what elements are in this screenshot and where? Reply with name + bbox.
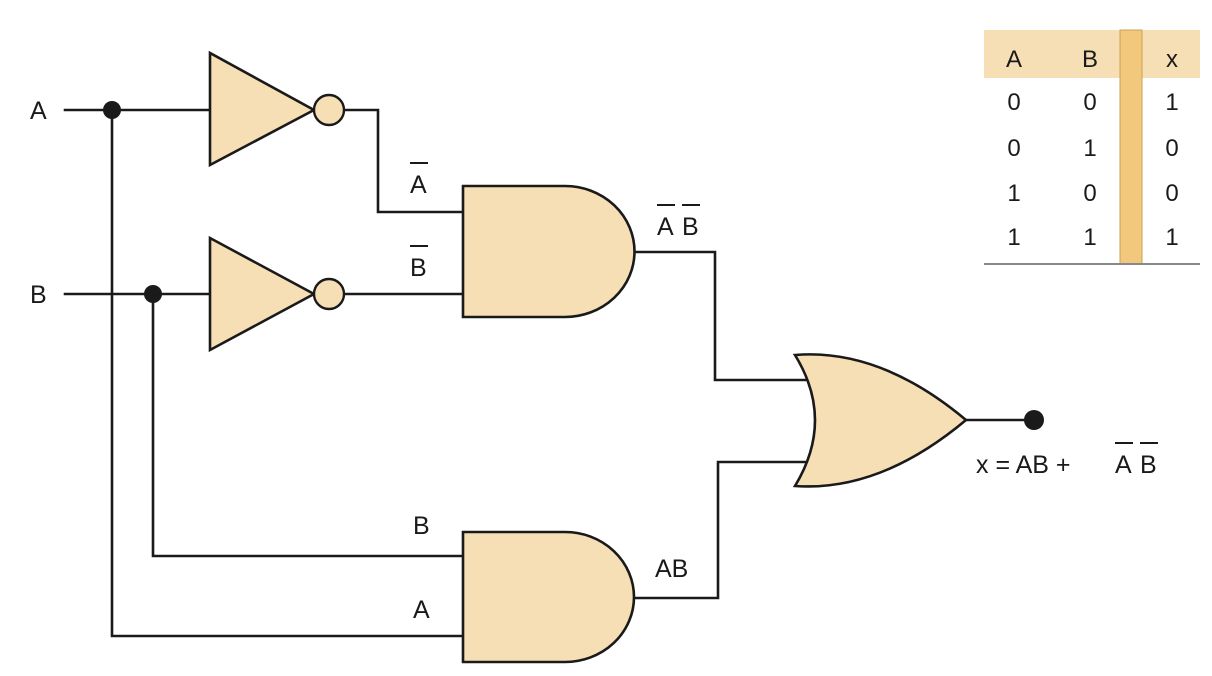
truth-table-cell: 0 bbox=[1007, 89, 1020, 116]
inverter-bubble-a bbox=[312, 93, 346, 127]
truth-table-cell: 0 bbox=[1165, 135, 1178, 162]
inverter-bubble-b bbox=[312, 277, 346, 311]
output-expression-b: B bbox=[1140, 451, 1157, 479]
wire-and2-out bbox=[631, 460, 811, 600]
input-label-a: A bbox=[30, 97, 47, 125]
label-and2-in-b: B bbox=[413, 512, 430, 540]
wire-a-branch bbox=[110, 108, 465, 638]
label-not-b: B bbox=[410, 254, 427, 282]
junction-b bbox=[144, 285, 162, 303]
truth-table-header-bg bbox=[984, 30, 1200, 78]
truth-table-cell: 0 bbox=[1083, 89, 1096, 116]
truth-table-cell: 1 bbox=[1083, 224, 1096, 251]
output-terminal bbox=[1024, 410, 1044, 430]
truth-table-header-a: A bbox=[1006, 46, 1022, 73]
wire-b-branch bbox=[151, 292, 465, 558]
input-label-b: B bbox=[30, 281, 47, 309]
truth-table-cell: 1 bbox=[1165, 224, 1178, 251]
wire-not-a bbox=[342, 108, 465, 214]
or-gate bbox=[792, 353, 969, 488]
output-expression-a: A bbox=[1115, 451, 1132, 479]
label-and2-out: AB bbox=[655, 555, 688, 583]
not-gate-a bbox=[208, 50, 346, 168]
wires bbox=[63, 108, 1036, 638]
truth-table-cell: 0 bbox=[1083, 180, 1096, 207]
label-and1-out-a: A bbox=[657, 213, 674, 241]
not-gate-b bbox=[208, 235, 346, 353]
truth-table-cell: 1 bbox=[1165, 89, 1178, 116]
truth-table-cell: 0 bbox=[1165, 180, 1178, 207]
truth-table-cell: 1 bbox=[1083, 135, 1096, 162]
label-and2-in-a: A bbox=[413, 596, 430, 624]
label-not-a: A bbox=[410, 171, 427, 199]
label-and1-out-b: B bbox=[682, 213, 699, 241]
wire-and1-out bbox=[631, 250, 811, 382]
and-gate-top bbox=[461, 184, 636, 319]
truth-table-header-x: x bbox=[1166, 46, 1178, 73]
truth-table-cell: 0 bbox=[1007, 135, 1020, 162]
truth-table-cell: 1 bbox=[1007, 224, 1020, 251]
truth-table-cell: 1 bbox=[1007, 180, 1020, 207]
and-gate-bottom bbox=[461, 530, 636, 664]
truth-table-header-b: B bbox=[1082, 46, 1098, 73]
junction-a bbox=[103, 101, 121, 119]
truth-table: A B x 0 0 1 0 1 0 1 0 0 1 1 1 bbox=[984, 29, 1200, 265]
truth-table-separator bbox=[1119, 29, 1143, 265]
output-expression-prefix: x = AB + bbox=[976, 451, 1071, 479]
